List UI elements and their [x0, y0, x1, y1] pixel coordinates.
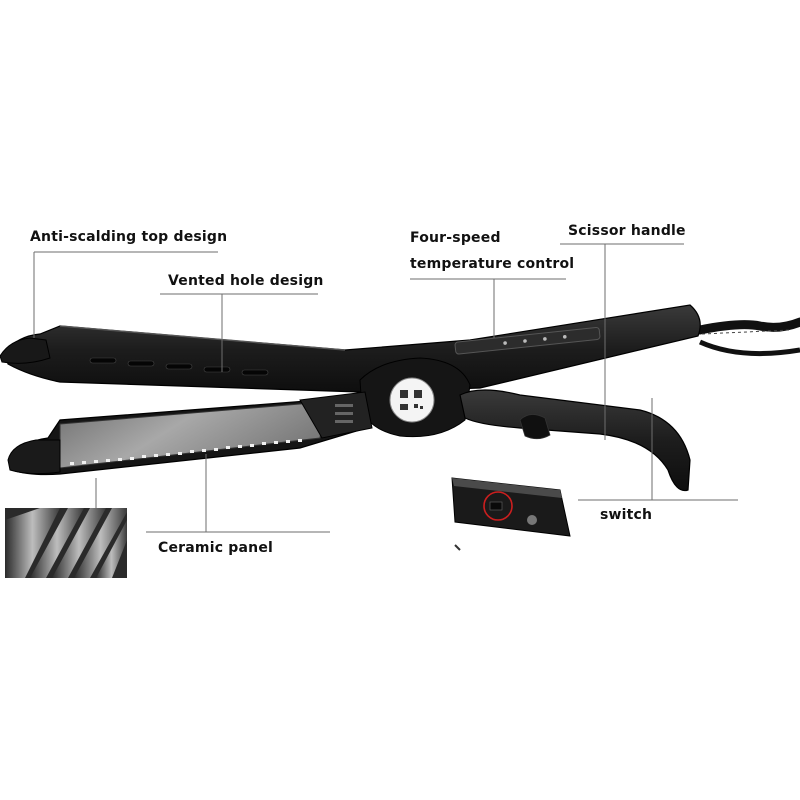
scissor-handle [459, 389, 691, 492]
hinge-housing [359, 357, 471, 438]
qr-badge-icon [389, 377, 435, 423]
switch-detail-inset [451, 477, 571, 551]
label-scissor-handle: Scissor handle [568, 223, 686, 239]
leader-lines [33, 243, 738, 533]
vented-holes [89, 357, 269, 376]
label-anti-scalding-top-design: Anti-scalding top design [30, 229, 228, 245]
label-temperature-control: temperature control [410, 256, 575, 272]
crimper-plate-inset [5, 508, 127, 578]
anti-scalding-tip [0, 337, 51, 364]
label-ceramic-panel: Ceramic panel [158, 540, 274, 556]
temperature-control-strip [454, 326, 601, 355]
upper-arm [4, 304, 701, 393]
label-four-speed: Four-speed [410, 230, 501, 246]
label-vented-hole-design: Vented hole design [168, 273, 324, 289]
lower-arm [9, 391, 373, 476]
power-cord [695, 317, 800, 357]
lower-tip [7, 439, 61, 475]
switch-highlight-circle-icon [483, 491, 513, 521]
label-switch: switch [600, 507, 653, 523]
